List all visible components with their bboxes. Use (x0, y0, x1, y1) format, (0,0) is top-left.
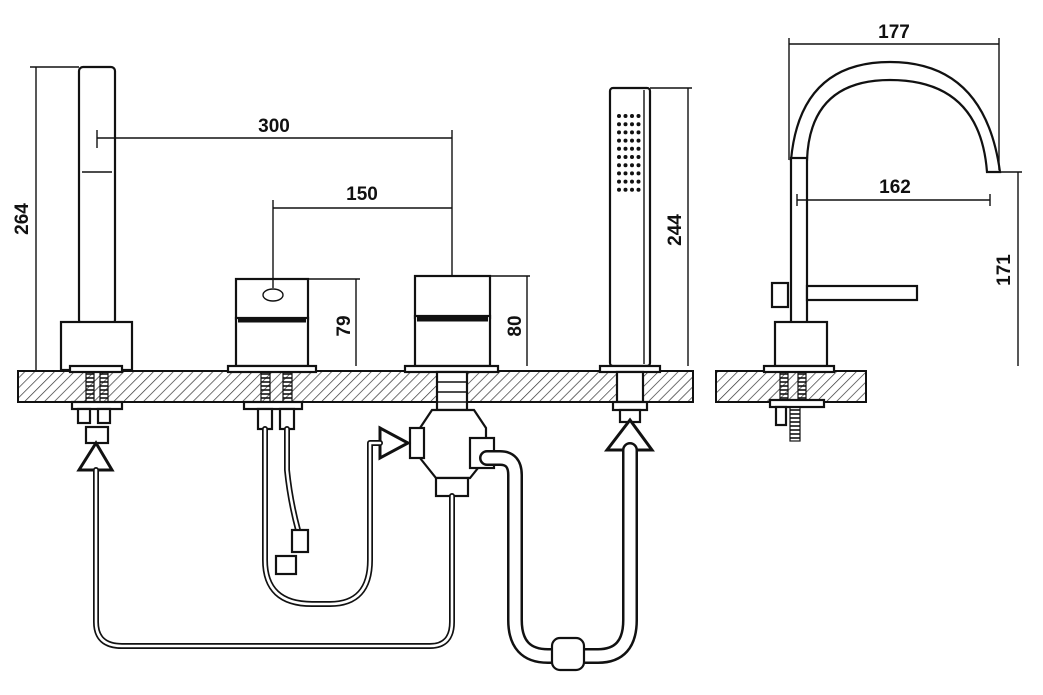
shower-nozzle-dot (636, 171, 641, 176)
shower-nozzle-dot (617, 171, 621, 176)
spout-front (59, 65, 134, 472)
shower-nozzle-dot (623, 122, 628, 127)
shower-nozzle-dot (630, 114, 634, 118)
shower-nozzle-dot (630, 179, 634, 184)
mixer-side-view (762, 60, 1002, 442)
shower-nozzle-dot (617, 187, 621, 192)
shower-nozzle-dot (636, 114, 641, 118)
shower-nozzle-dot (617, 138, 621, 143)
dim-spout-to-mixer: 300 (258, 116, 290, 137)
shower-nozzle-dot (623, 187, 628, 192)
shower-nozzle-dot (630, 155, 634, 159)
shower-nozzle-dot (623, 163, 628, 168)
shower-nozzle-dot (636, 130, 641, 135)
hand-shower-front (598, 86, 662, 452)
shower-nozzle-dot (617, 130, 621, 135)
shower-nozzle-dot (636, 179, 641, 184)
shower-nozzle-dot (630, 130, 634, 135)
dim-shower-height: 244 (665, 214, 686, 246)
shower-nozzle-dot (623, 114, 628, 118)
shower-nozzle-dot (630, 163, 634, 168)
right-valve-front (403, 274, 500, 412)
shower-nozzle-dot (636, 187, 641, 192)
shower-nozzle-dot (623, 155, 628, 159)
shower-nozzle-dot (623, 146, 628, 151)
shower-nozzle-dot (630, 146, 634, 151)
dim-side-outlet-reach: 162 (879, 177, 911, 198)
shower-nozzle-dot (617, 114, 621, 118)
supply-hoses (93, 426, 455, 649)
shower-nozzle-dot (623, 138, 628, 143)
shower-nozzle-dot (623, 179, 628, 184)
shower-nozzle-dot (636, 122, 641, 127)
shower-nozzle-dot (623, 171, 628, 176)
shower-nozzle-dot (617, 146, 621, 151)
dim-right-valve-height: 80 (505, 315, 526, 336)
dimension-lines (30, 38, 1022, 371)
shower-nozzle-dot (636, 146, 641, 151)
dim-left-valve-height: 79 (334, 315, 355, 336)
shower-nozzles (617, 114, 641, 192)
shower-nozzle-dot (630, 171, 634, 176)
shower-hose (479, 442, 638, 672)
deck-front-view (17, 370, 694, 403)
dim-side-reach: 177 (878, 22, 910, 43)
shower-nozzle-dot (617, 122, 621, 127)
shower-nozzle-dot (636, 155, 641, 159)
shower-nozzle-dot (630, 122, 634, 127)
shower-nozzle-dot (630, 138, 634, 143)
shower-nozzle-dot (630, 187, 634, 192)
shower-nozzle-dot (617, 163, 621, 168)
shower-nozzle-dot (617, 155, 621, 159)
deck-side-view (715, 370, 867, 403)
diverter-body (378, 408, 496, 498)
shower-nozzle-dot (617, 179, 621, 184)
shower-nozzle-dot (636, 138, 641, 143)
dim-side-outlet-height: 171 (994, 254, 1015, 286)
shower-nozzle-dot (623, 130, 628, 135)
dim-spout-height: 264 (12, 203, 33, 235)
left-valve-front (226, 277, 318, 431)
shower-nozzle-dot (636, 163, 641, 168)
dim-valve-spacing: 150 (346, 184, 378, 205)
